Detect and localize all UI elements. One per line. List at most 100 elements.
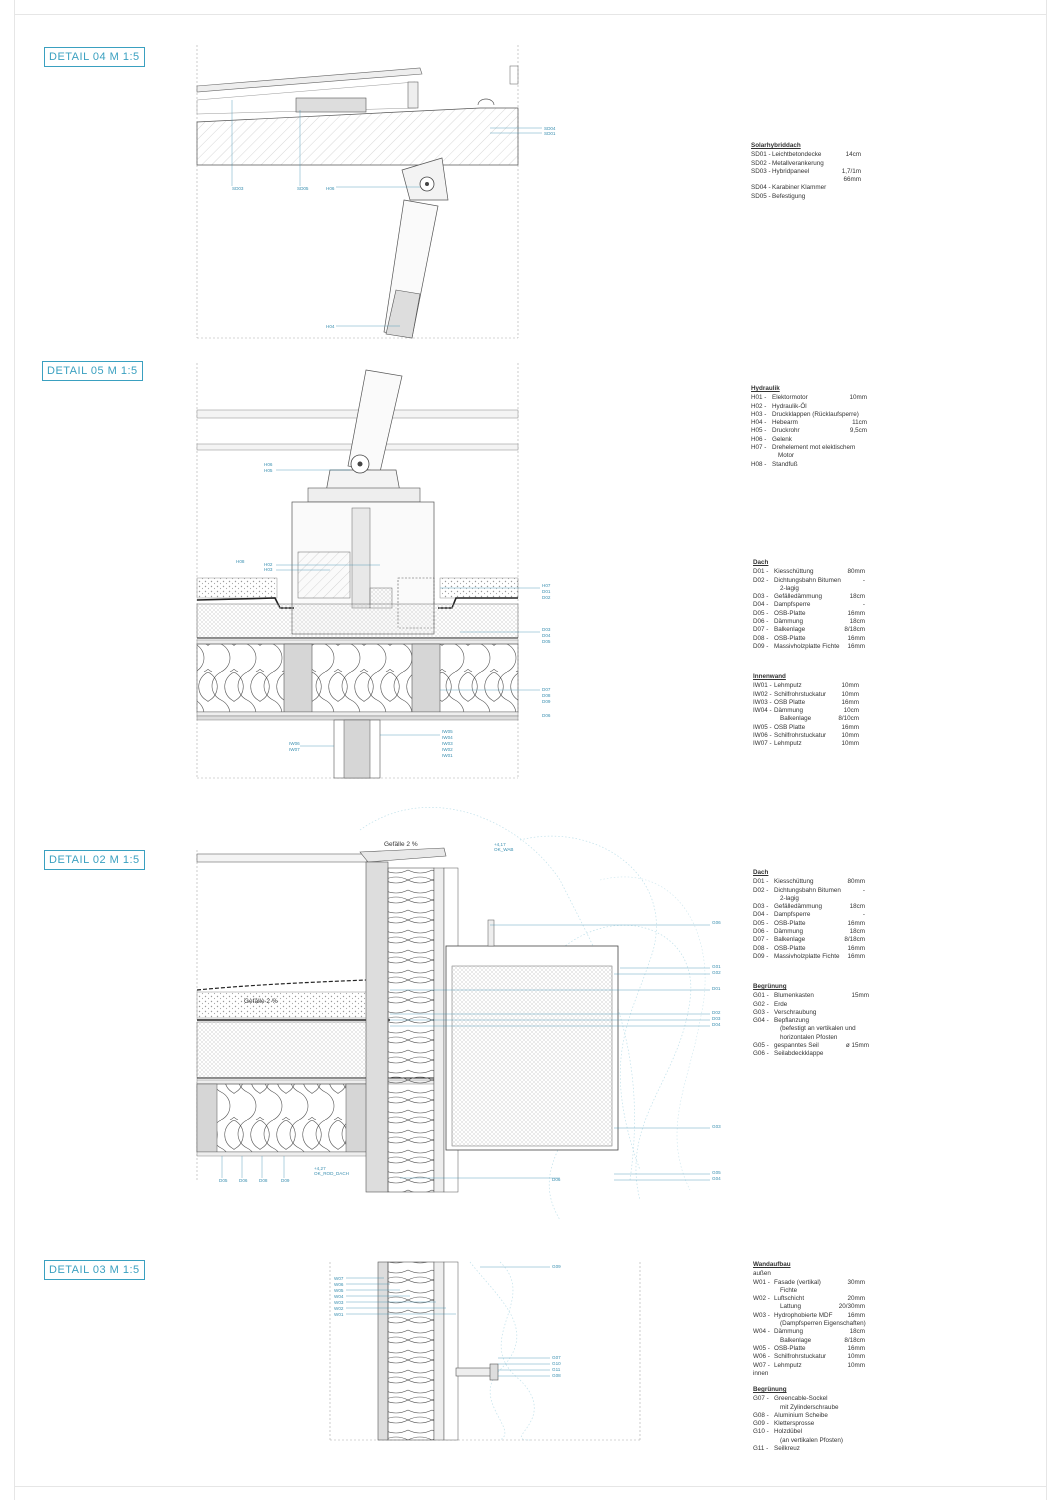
- legend-code: D07 -: [753, 936, 769, 944]
- legend-name: OSB-Platte: [774, 919, 806, 927]
- legend-code: H08 -: [751, 460, 767, 468]
- legend-row: G07 -Greencable-Sockel: [753, 1395, 859, 1403]
- legend-name: Luftschicht: [774, 1295, 805, 1303]
- legend-name: Dämmung: [774, 1328, 804, 1336]
- legend-code: D03 -: [753, 593, 769, 601]
- legend-code: G09 -: [753, 1420, 769, 1428]
- legend-name: Dämmung: [774, 618, 804, 626]
- legend-value: 16mm: [841, 723, 860, 731]
- legend-code: D04 -: [753, 911, 769, 919]
- legend-name: Dämmung: [774, 928, 804, 936]
- callout-w03: W03: [334, 1300, 344, 1305]
- legend-value: 10mm: [841, 732, 860, 740]
- legend-code: SD03 -: [751, 167, 771, 175]
- legend-heading: Wandaufbau: [753, 1261, 791, 1268]
- legend-value: 10mm: [847, 1353, 866, 1361]
- callout-g04: G04: [712, 1176, 721, 1181]
- legend-name: OSB-Platte: [774, 944, 806, 952]
- legend-name: Balkenlage: [774, 936, 806, 944]
- callout-w07: W07: [334, 1276, 344, 1281]
- callout-d05-d05: D05: [542, 639, 551, 644]
- callout-w02: W02: [334, 1306, 344, 1311]
- callout-d01-d05: D01: [542, 589, 551, 594]
- callout-iw02: IW02: [442, 747, 453, 752]
- legend-heading: Solarhybriddach: [751, 142, 801, 149]
- legend-code: außen: [753, 1270, 771, 1278]
- legend-value: 10mm: [847, 1361, 866, 1369]
- callout-g08: G08: [552, 1373, 561, 1378]
- legend-code: [753, 895, 774, 903]
- legend-code: [751, 176, 772, 184]
- legend-name: Massivholzplatte Fichte: [774, 642, 840, 650]
- legend-name: Klettersprosse: [774, 1420, 815, 1428]
- legend-value: -: [862, 911, 865, 919]
- legend-value: 20mm: [847, 1295, 866, 1303]
- legend-name: Kiesschüttung: [774, 878, 814, 886]
- legend-name: Verschraubung: [774, 1008, 817, 1016]
- callout-h04: H04: [326, 324, 335, 329]
- callout-sd03: SD03: [232, 186, 244, 191]
- legend-row: außen: [753, 1270, 865, 1278]
- legend-name: Hydraulik-Öl: [772, 402, 807, 410]
- legend-code: D07 -: [753, 626, 769, 634]
- legend-row: D04 -Dampfsperre-: [753, 911, 865, 919]
- legend-name: [772, 176, 844, 184]
- legend-row: horizontalen Pfosten: [753, 1034, 869, 1042]
- callout-g09: G09: [552, 1264, 561, 1269]
- legend-row: 2-lagig: [753, 895, 865, 903]
- legend-code: G02 -: [753, 1000, 769, 1008]
- legend-name: (Dampfsperren Eigenschaften): [780, 1320, 866, 1328]
- legend-name: Erde: [774, 1000, 788, 1008]
- legend-code: H02 -: [751, 402, 767, 410]
- callout-d09-d02: D09: [281, 1178, 290, 1183]
- level-lower-name: OK_ROD_DACH: [314, 1171, 349, 1176]
- callout-g02: G02: [712, 970, 721, 975]
- legend-name: Bepflanzung: [774, 1017, 810, 1025]
- legend-name: Leichtbetondecke: [772, 151, 822, 159]
- legend-code: H01 -: [751, 394, 767, 402]
- legend-code: G06 -: [753, 1050, 769, 1058]
- callout-h06: H06: [326, 186, 335, 191]
- legend-name: [774, 1370, 865, 1378]
- legend-name: Befestigung: [772, 192, 806, 200]
- legend-name: 2-lagig: [780, 584, 799, 592]
- legend-name: Lehmputz: [774, 682, 802, 690]
- detail-02-title: DETAIL 02 M 1:5: [44, 850, 145, 870]
- legend-name: Aluminium Scheibe: [774, 1411, 828, 1419]
- legend-row: G04 -Bepflanzung: [753, 1017, 869, 1025]
- legend-name: (an vertikalen Pfosten): [780, 1436, 843, 1444]
- legend-code: [753, 1320, 774, 1328]
- legend-value: -: [862, 576, 865, 584]
- legend-heading: Begrünung: [753, 1386, 787, 1393]
- legend-code: W05 -: [753, 1344, 770, 1352]
- legend-row: SD05 -Befestigung: [751, 193, 861, 201]
- callout-h05: H05: [264, 468, 273, 473]
- legend-name: gespanntes Seil: [774, 1042, 819, 1050]
- legend-name: Schilfrohrstuckatur: [774, 1353, 827, 1361]
- callout-sd05: SD05: [297, 186, 309, 191]
- legend-code: [753, 1034, 774, 1042]
- legend-value: 8/18cm: [844, 626, 865, 634]
- legend-name: Hebearm: [772, 419, 798, 427]
- callout-iw01: IW01: [442, 753, 453, 758]
- legend-name: mit Zylinderschraube: [780, 1403, 839, 1411]
- legend-code: IW04 -: [753, 707, 772, 715]
- legend-row: G03 -Verschraubung: [753, 1009, 869, 1017]
- legend-name: Metallverankerung: [772, 159, 824, 167]
- legend-code: W03 -: [753, 1311, 770, 1319]
- legend-heading: Dach: [753, 559, 769, 566]
- callout-d06-d05: D06: [542, 713, 551, 718]
- legend-code: W07 -: [753, 1361, 770, 1369]
